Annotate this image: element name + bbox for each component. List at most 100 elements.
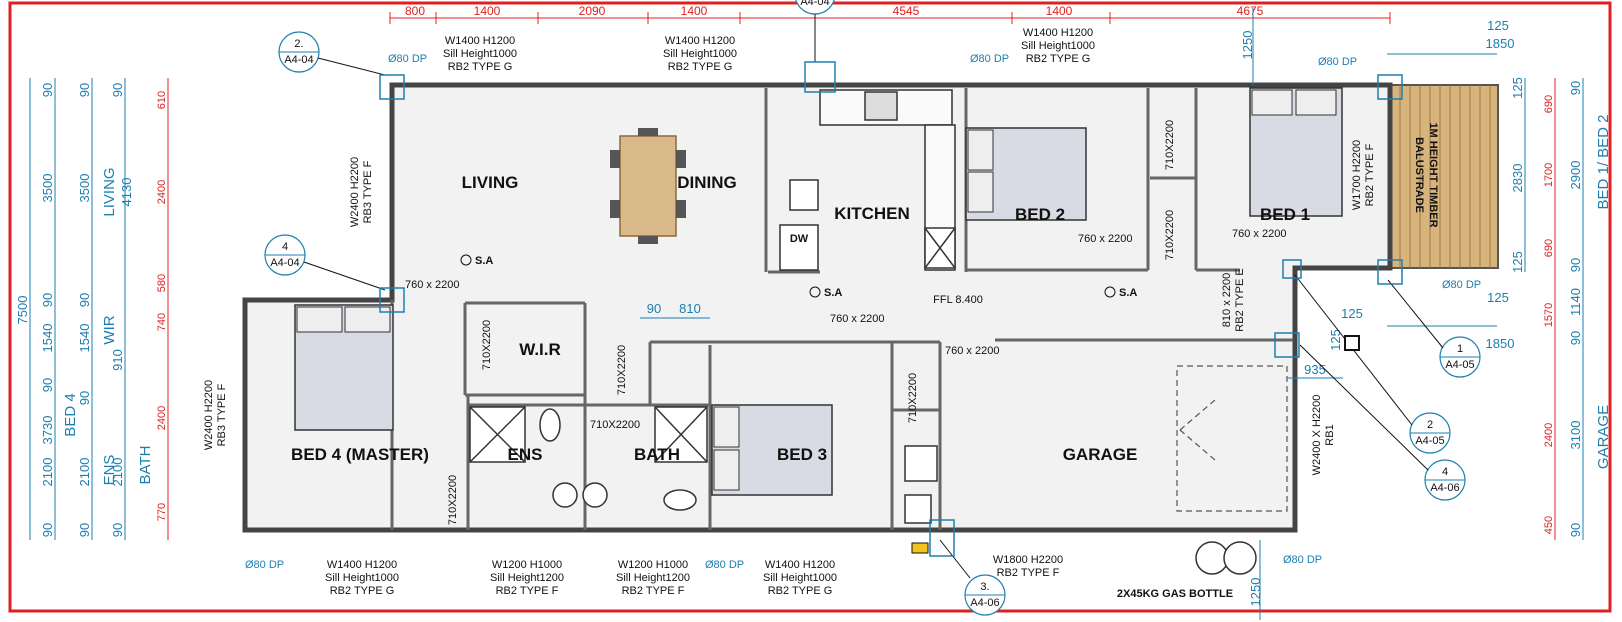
svg-text:W2400 H2200: W2400 H2200 bbox=[349, 157, 361, 227]
svg-text:RB2 TYPE F: RB2 TYPE F bbox=[622, 585, 685, 597]
svg-text:W2400 H2200: W2400 H2200 bbox=[203, 380, 215, 450]
bed-1-furniture bbox=[1249, 87, 1343, 217]
svg-text:125: 125 bbox=[1510, 251, 1525, 273]
callout-3: 1 A4-05 bbox=[1387, 279, 1481, 378]
top-dim-5: 4545 bbox=[893, 4, 920, 18]
svg-text:760 x 2200: 760 x 2200 bbox=[1078, 233, 1132, 245]
svg-text:690: 690 bbox=[1543, 95, 1555, 113]
svg-text:LIVING: LIVING bbox=[101, 167, 118, 216]
svg-text:Sill Height1000: Sill Height1000 bbox=[325, 572, 399, 584]
downpipe-4: Ø80 DP bbox=[1442, 279, 1481, 291]
svg-text:RB2 TYPE G: RB2 TYPE G bbox=[668, 61, 733, 73]
room-living: LIVING bbox=[462, 173, 519, 192]
svg-text:1540: 1540 bbox=[40, 324, 55, 353]
timber-deck bbox=[1389, 84, 1499, 269]
dishwasher-label: DW bbox=[790, 233, 809, 245]
svg-text:2.: 2. bbox=[294, 38, 303, 50]
top-dimension-line bbox=[389, 12, 1391, 24]
svg-text:BED 4: BED 4 bbox=[62, 393, 79, 436]
svg-text:W1800 H2200: W1800 H2200 bbox=[993, 554, 1063, 566]
svg-text:935: 935 bbox=[1304, 362, 1326, 377]
svg-text:610: 610 bbox=[156, 91, 168, 109]
svg-text:2: 2 bbox=[1427, 419, 1433, 431]
svg-text:2400: 2400 bbox=[1543, 423, 1555, 447]
svg-text:90: 90 bbox=[1568, 331, 1583, 345]
svg-text:BED 1/ BED 2: BED 1/ BED 2 bbox=[1595, 114, 1612, 209]
room-bed-1: BED 1 bbox=[1260, 205, 1310, 224]
svg-text:3500: 3500 bbox=[77, 174, 92, 203]
downpipe-7: Ø80 DP bbox=[1283, 554, 1322, 566]
svg-text:S.A: S.A bbox=[475, 255, 493, 267]
window-left-2: W2400 H2200 RB3 TYPE F bbox=[203, 380, 228, 450]
gas-bottle-label: 2X45KG GAS BOTTLE bbox=[1117, 588, 1233, 600]
svg-text:W1700 H2200: W1700 H2200 bbox=[1351, 140, 1363, 210]
deck-boards bbox=[1399, 85, 1491, 268]
svg-text:90: 90 bbox=[40, 378, 55, 392]
svg-text:A4-04: A4-04 bbox=[800, 0, 829, 8]
svg-text:90: 90 bbox=[40, 523, 55, 537]
bed-3-furniture bbox=[711, 404, 833, 496]
svg-text:1140: 1140 bbox=[1568, 288, 1583, 316]
svg-text:2400: 2400 bbox=[156, 406, 168, 430]
section-markers bbox=[379, 61, 1403, 557]
svg-text:1850: 1850 bbox=[1486, 36, 1515, 51]
svg-text:W1400 H1200: W1400 H1200 bbox=[665, 35, 735, 47]
callout-2: 4 A4-04 bbox=[264, 234, 386, 291]
svg-text:A4-06: A4-06 bbox=[1430, 482, 1459, 494]
svg-text:90: 90 bbox=[110, 523, 125, 537]
svg-text:RB1: RB1 bbox=[1324, 424, 1336, 445]
svg-text:1570: 1570 bbox=[1543, 303, 1555, 327]
kitchen-fixtures bbox=[779, 89, 956, 271]
svg-text:760 x 2200: 760 x 2200 bbox=[405, 279, 459, 291]
svg-text:450: 450 bbox=[1543, 516, 1555, 534]
window-right-1: W1700 H2200 RB2 TYPE F bbox=[1351, 140, 1376, 210]
svg-text:Sill Height1000: Sill Height1000 bbox=[663, 48, 737, 60]
svg-text:3.: 3. bbox=[980, 581, 989, 593]
top-dim-6: 1400 bbox=[1046, 4, 1073, 18]
top-dim-4: 1400 bbox=[681, 4, 708, 18]
svg-text:RB3 TYPE F: RB3 TYPE F bbox=[216, 383, 228, 446]
svg-text:WIR: WIR bbox=[101, 315, 118, 344]
svg-text:4: 4 bbox=[282, 241, 288, 253]
svg-text:2830: 2830 bbox=[1510, 164, 1525, 193]
svg-text:810 x 2200: 810 x 2200 bbox=[1221, 273, 1233, 327]
callout-5: 4 A4-06 bbox=[1299, 344, 1466, 501]
downpipe-2: Ø80 DP bbox=[970, 53, 1009, 65]
external-walls bbox=[242, 82, 1393, 533]
svg-text:Sill Height1000: Sill Height1000 bbox=[763, 572, 837, 584]
svg-text:580: 580 bbox=[156, 274, 168, 292]
svg-text:A4-04: A4-04 bbox=[270, 257, 299, 269]
svg-text:1250: 1250 bbox=[1240, 31, 1255, 60]
svg-text:RB2 TYPE G: RB2 TYPE G bbox=[1026, 53, 1091, 65]
top-dim-2: 1400 bbox=[474, 4, 501, 18]
svg-text:W1400 H1200: W1400 H1200 bbox=[1023, 27, 1093, 39]
garage-car-outline bbox=[1176, 365, 1288, 512]
room-ens: ENS bbox=[508, 445, 543, 464]
svg-text:Sill Height1200: Sill Height1200 bbox=[490, 572, 564, 584]
svg-text:3100: 3100 bbox=[1568, 421, 1583, 450]
svg-text:90: 90 bbox=[1568, 523, 1583, 537]
svg-text:RB3 TYPE F: RB3 TYPE F bbox=[362, 160, 374, 223]
svg-text:1540: 1540 bbox=[77, 324, 92, 353]
svg-text:125: 125 bbox=[1341, 306, 1363, 321]
svg-text:A4-05: A4-05 bbox=[1415, 435, 1444, 447]
downpipe-1: Ø80 DP bbox=[388, 53, 427, 65]
svg-text:RB2 TYPE G: RB2 TYPE G bbox=[768, 585, 833, 597]
room-bed-2: BED 2 bbox=[1015, 205, 1065, 224]
downpipe-3: Ø80 DP bbox=[1318, 56, 1357, 68]
svg-text:S.A: S.A bbox=[1119, 287, 1137, 299]
svg-text:A4-04: A4-04 bbox=[284, 54, 313, 66]
internal-walls bbox=[390, 88, 1293, 530]
svg-text:710X2200: 710X2200 bbox=[590, 419, 640, 431]
svg-text:90: 90 bbox=[40, 293, 55, 307]
svg-text:710X2200: 710X2200 bbox=[481, 320, 493, 370]
svg-text:3500: 3500 bbox=[40, 174, 55, 203]
plan-blue-dim-lines bbox=[640, 8, 1497, 620]
svg-text:W2400 X H2200: W2400 X H2200 bbox=[1311, 395, 1323, 476]
svg-text:710X2200: 710X2200 bbox=[907, 373, 919, 423]
svg-text:1700: 1700 bbox=[1543, 163, 1555, 187]
